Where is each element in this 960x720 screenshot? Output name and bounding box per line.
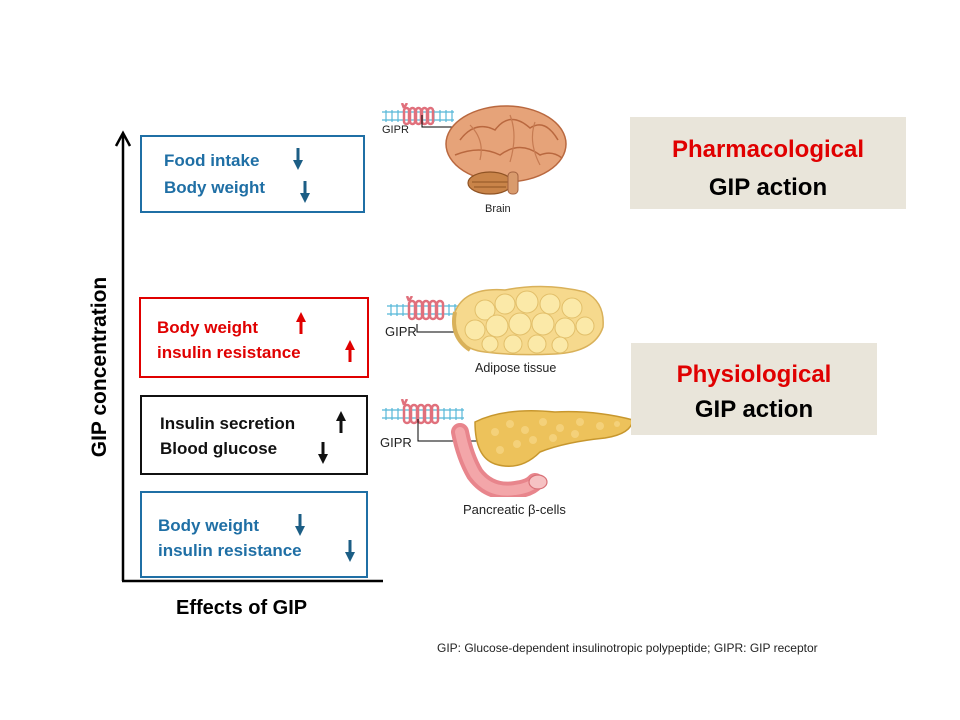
effect-line: Food intake [164, 151, 260, 170]
panel-title: Physiological [676, 361, 832, 388]
axes [114, 130, 383, 583]
pancreas-illustration: GIPR Pancreatic β-cells [380, 397, 634, 522]
y-axis-label: GIP concentration [88, 276, 111, 458]
panel-subtitle: GIP action [708, 174, 828, 201]
effect-line: Body weight [158, 516, 260, 535]
y-axis-arrowhead [114, 130, 132, 147]
down-arrow-icon [295, 514, 305, 536]
receptor-label: GIPR [380, 435, 412, 450]
organ-label: Adipose tissue [475, 361, 557, 375]
down-arrow-icon [293, 148, 303, 170]
up-arrow-icon [345, 340, 355, 362]
pharmacological-panel: Pharmacological GIP action [630, 117, 906, 209]
panel-subtitle: GIP action [694, 396, 814, 423]
effect-box-bottom: Body weight insulin resistance [140, 491, 368, 578]
receptor-membrane-icon [382, 103, 454, 126]
effect-line: Insulin secretion [160, 414, 296, 433]
organ-label: Brain [485, 203, 511, 215]
brain-icon [445, 105, 567, 195]
adipose-illustration: GIPR Adipose tissue [385, 282, 610, 377]
pointer-line [417, 419, 504, 442]
down-arrow-icon [345, 540, 355, 562]
effect-line: Body weight [157, 318, 259, 337]
receptor-label: GIPR [382, 124, 409, 136]
effect-box-top: Food intake Body weight [140, 135, 365, 213]
physiological-panel: Physiological GIP action [631, 343, 877, 435]
effect-box-black: Insulin secretion Blood glucose [140, 395, 368, 475]
panel-title: Pharmacological [671, 136, 865, 163]
adipose-tissue-icon [452, 285, 604, 356]
receptor-label: GIPR [385, 324, 417, 339]
organ-label: Pancreatic β-cells [463, 502, 566, 517]
down-arrow-icon [300, 181, 310, 203]
receptor-membrane-icon [382, 399, 464, 425]
effect-line: Body weight [164, 178, 266, 197]
effect-line: Blood glucose [160, 439, 278, 458]
up-arrow-icon [336, 411, 346, 433]
footnote: GIP: Glucose-dependent insulinotropic po… [437, 641, 818, 655]
down-arrow-icon [318, 442, 328, 464]
brain-illustration: GIPR Brain [380, 95, 580, 220]
effect-line: insulin resistance [157, 343, 301, 362]
effect-box-red: Body weight insulin resistance [139, 297, 369, 378]
pancreas-icon [451, 410, 634, 497]
effect-line: insulin resistance [158, 541, 302, 560]
up-arrow-icon [296, 312, 306, 334]
x-axis-label: Effects of GIP [176, 597, 308, 619]
